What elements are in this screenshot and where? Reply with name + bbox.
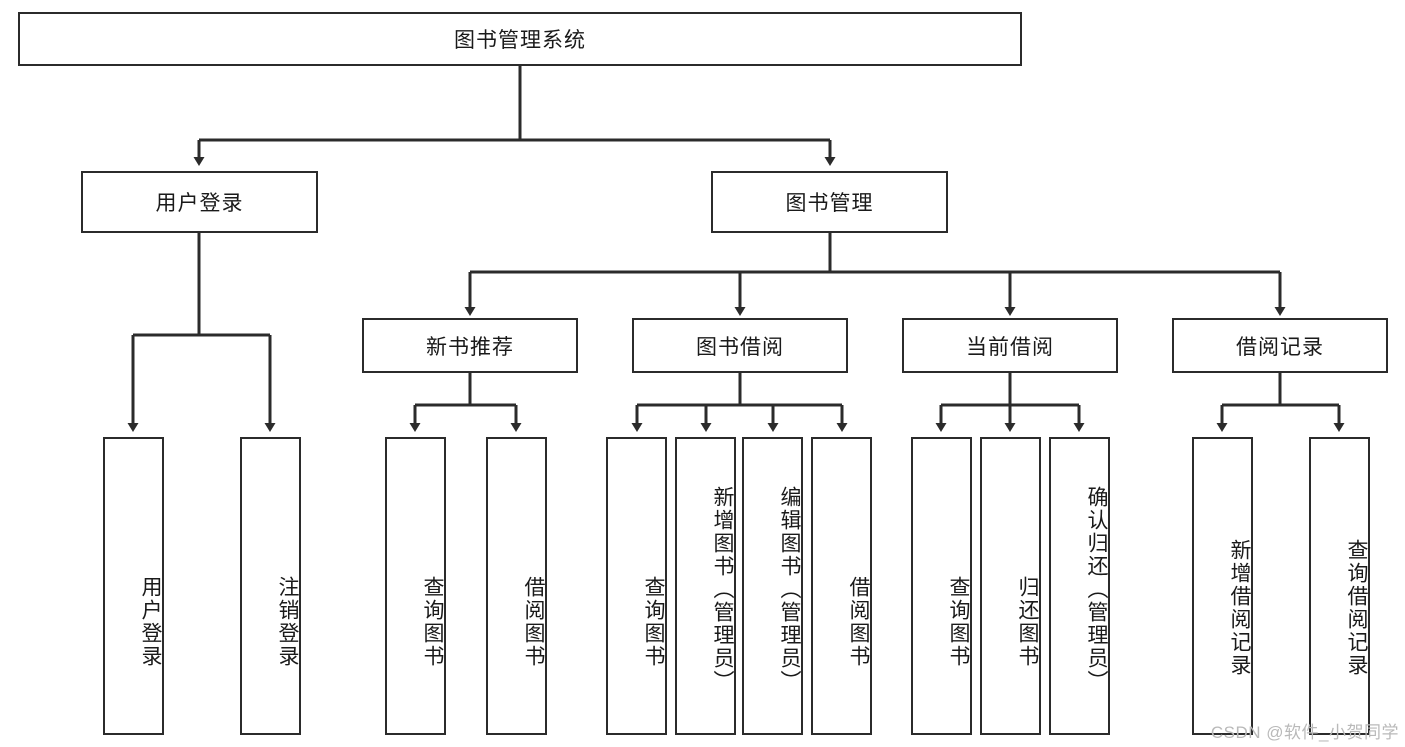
node-label: 编辑图书（管理员） bbox=[778, 485, 801, 693]
leaf-current-borrow-confirm-return[interactable]: 确认归还（管理员） bbox=[1049, 437, 1110, 735]
node-user-login[interactable]: 用户登录 bbox=[81, 171, 318, 233]
leaf-new-books-query[interactable]: 查询图书 bbox=[385, 437, 446, 735]
leaf-records-add[interactable]: 新增借阅记录 bbox=[1192, 437, 1253, 735]
node-label: 当前借阅 bbox=[966, 335, 1054, 359]
leaf-book-borrow-lend[interactable]: 借阅图书 bbox=[811, 437, 872, 735]
node-label: 归还图书 bbox=[1016, 576, 1039, 668]
leaf-book-borrow-add[interactable]: 新增图书（管理员） bbox=[675, 437, 736, 735]
node-label: 确认归还（管理员） bbox=[1085, 485, 1108, 693]
node-label: 用户登录 bbox=[155, 192, 244, 215]
node-label: 用户登录 bbox=[139, 576, 162, 668]
node-label: 借阅记录 bbox=[1236, 335, 1324, 359]
leaf-current-borrow-query[interactable]: 查询图书 bbox=[911, 437, 972, 735]
node-label: 新书推荐 bbox=[426, 335, 514, 359]
node-book-management[interactable]: 图书管理 bbox=[711, 171, 948, 233]
node-label: 借阅图书 bbox=[847, 576, 870, 668]
watermark: CSDN @软件_小贺同学 bbox=[1210, 723, 1399, 742]
leaf-user-login-signin[interactable]: 用户登录 bbox=[103, 437, 164, 735]
leaf-new-books-borrow[interactable]: 借阅图书 bbox=[486, 437, 547, 735]
leaf-current-borrow-return[interactable]: 归还图书 bbox=[980, 437, 1041, 735]
node-label: 查询图书 bbox=[642, 576, 665, 668]
node-current-borrow[interactable]: 当前借阅 bbox=[902, 318, 1118, 373]
leaf-book-borrow-query[interactable]: 查询图书 bbox=[606, 437, 667, 735]
node-label: 图书管理系统 bbox=[454, 29, 586, 52]
node-new-book-recommend[interactable]: 新书推荐 bbox=[362, 318, 578, 373]
leaf-records-query[interactable]: 查询借阅记录 bbox=[1309, 437, 1370, 735]
node-label: 查询图书 bbox=[947, 576, 970, 668]
node-label: 查询图书 bbox=[421, 576, 444, 668]
leaf-book-borrow-edit[interactable]: 编辑图书（管理员） bbox=[742, 437, 803, 735]
node-label: 注销登录 bbox=[276, 576, 299, 668]
node-book-borrow[interactable]: 图书借阅 bbox=[632, 318, 848, 373]
leaf-user-login-signout[interactable]: 注销登录 bbox=[240, 437, 301, 735]
node-label: 查询借阅记录 bbox=[1345, 539, 1368, 677]
node-label: 借阅图书 bbox=[522, 576, 545, 668]
node-root-system[interactable]: 图书管理系统 bbox=[18, 12, 1022, 66]
node-label: 图书借阅 bbox=[696, 335, 784, 359]
node-borrow-records[interactable]: 借阅记录 bbox=[1172, 318, 1388, 373]
node-label: 图书管理 bbox=[785, 192, 874, 215]
node-label: 新增图书（管理员） bbox=[711, 485, 734, 693]
node-label: 新增借阅记录 bbox=[1228, 539, 1251, 677]
